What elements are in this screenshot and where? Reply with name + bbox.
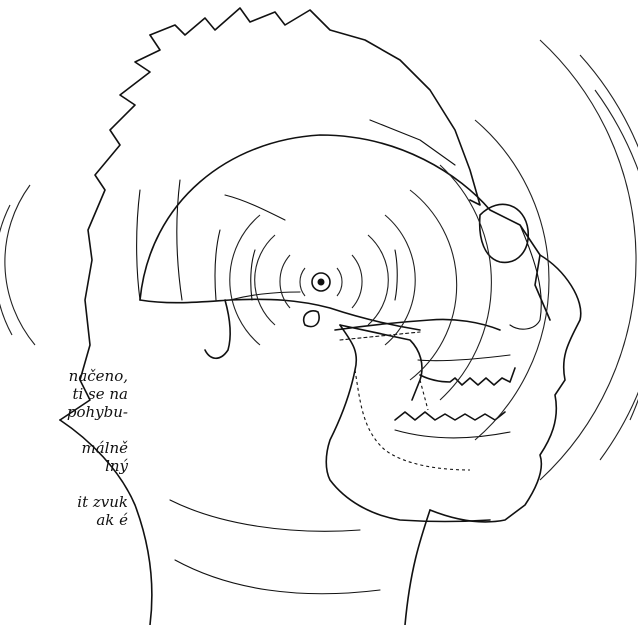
sound-wave <box>255 235 275 325</box>
sound-wave <box>595 90 638 420</box>
neck-collar-1 <box>170 500 360 531</box>
caption-line-6: lný <box>0 458 128 475</box>
mandible-outline <box>326 325 490 522</box>
sound-wave <box>230 215 260 345</box>
sound-wave <box>475 120 549 440</box>
eye-socket <box>480 204 529 262</box>
cranium-outline <box>140 135 550 320</box>
sound-wave <box>352 255 362 308</box>
caption-line-3: pohybu- <box>0 404 128 421</box>
sound-wave <box>540 40 636 480</box>
neck-collar-2 <box>175 560 380 594</box>
sound-wave <box>410 190 457 380</box>
hair-back-outline <box>60 35 160 420</box>
hair-strand <box>370 120 455 165</box>
mandible-ramus <box>340 325 422 400</box>
lower-gum <box>395 430 510 438</box>
hair-strand <box>225 195 285 220</box>
face-profile <box>430 255 581 522</box>
sound-wave <box>440 165 491 400</box>
upper-teeth <box>420 368 515 385</box>
hair-strand <box>395 250 397 300</box>
lower-teeth <box>395 412 505 420</box>
hair-outline <box>150 8 480 205</box>
sound-wave <box>580 55 638 460</box>
caption-line-9: ak é <box>0 512 128 529</box>
sound-wave-left <box>5 185 35 345</box>
hair-strand <box>137 190 140 300</box>
sound-wave <box>385 215 415 345</box>
hair-strand <box>177 180 182 300</box>
caption-line-1: načeno, <box>0 368 128 385</box>
caption-line-8: it zvuk <box>0 494 128 511</box>
ear-canal <box>304 311 319 327</box>
mandible-dashed-line <box>355 370 470 470</box>
sound-wave <box>337 268 342 296</box>
caption-line-2: ti se na <box>0 386 128 403</box>
sound-wave <box>368 235 388 325</box>
mandible-dashed-line-2 <box>420 380 428 410</box>
neck-front <box>405 510 430 625</box>
tmj-marker-dot <box>318 279 325 286</box>
sound-wave <box>300 268 305 296</box>
ear-outline <box>205 300 230 358</box>
caption-line-5: málně <box>0 440 128 457</box>
hair-strand <box>215 230 220 300</box>
skull-base-line <box>140 299 420 330</box>
